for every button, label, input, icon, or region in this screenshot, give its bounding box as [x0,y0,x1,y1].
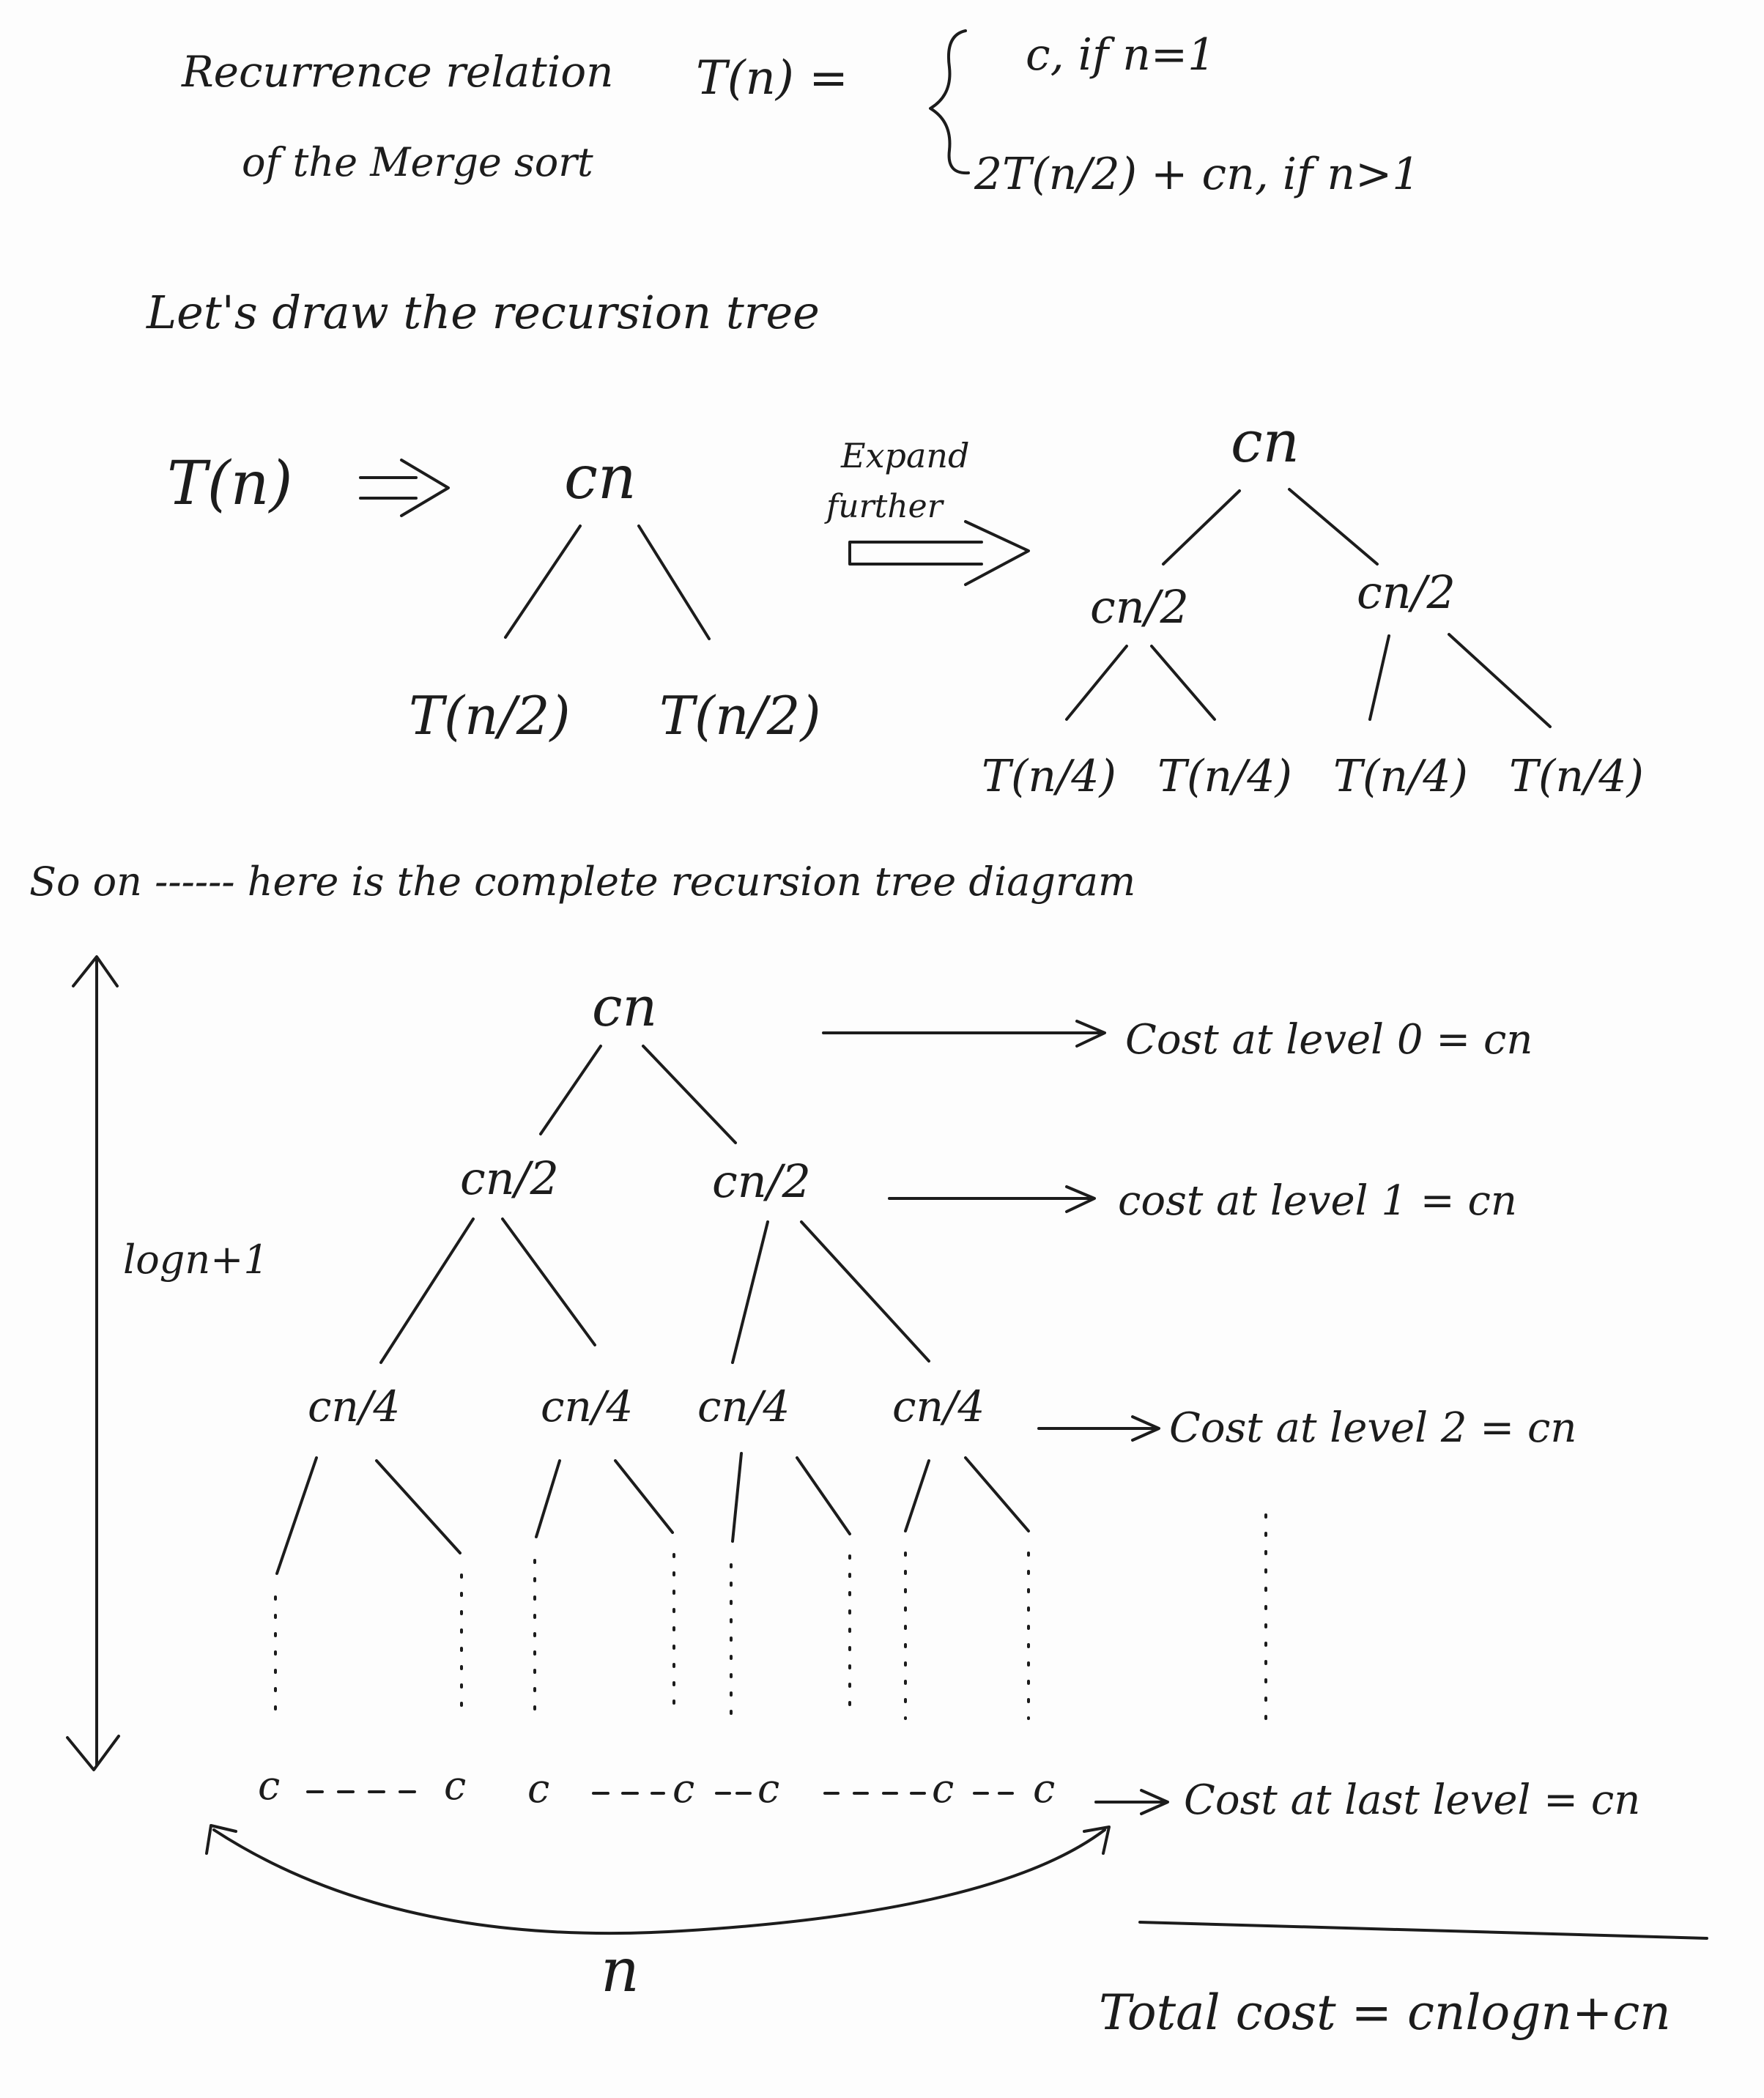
leaf-5: c [757,1765,779,1812]
tree-edge-l2d1 [904,1459,930,1532]
tree-width-label: n [601,1936,640,2006]
tree-root: cn [592,976,657,1039]
tree-edge-l1d [800,1220,930,1363]
leaf-dashes [306,1790,1014,1795]
tree-l2-c: cn/4 [697,1382,790,1431]
step2-l2-c: T(n/4) [1333,751,1468,802]
tree-edge-root-left [539,1045,602,1135]
step2-root: cn [1231,409,1300,475]
tree-edge-l1c [731,1220,769,1364]
tree-edge-l2d2 [964,1456,1030,1532]
step2-l2-d: T(n/4) [1509,751,1644,802]
leaf-1: c [258,1762,280,1809]
recurrence-recursive-case: 2T(n/2) + cn, if n>1 [974,149,1420,200]
cost-last-level: Cost at last level = cn [1184,1776,1640,1824]
tree-edge-l2a2 [375,1459,462,1554]
tree-height-label: logn+1 [123,1237,269,1283]
leaf-7: c [1033,1765,1055,1812]
intro-text: Let's draw the recursion tree [146,286,820,339]
so-on-text: So on ------ here is the complete recurs… [29,859,1135,905]
step1-left-child: T(n/2) [409,685,571,746]
leaf-3: c [527,1765,549,1812]
recurrence-title-line2: of the Merge sort [242,139,593,185]
total-underline [1138,1921,1708,1940]
tree-edge-l2b1 [535,1459,561,1538]
case-brace [929,29,970,175]
tree-edge-l2c1 [731,1452,743,1543]
step2-edge-l1b [1150,645,1216,721]
step2-l1-right: cn/2 [1357,566,1456,619]
recurrence-lhs: T(n) = [696,51,848,105]
cost-level-2: Cost at level 2 = cn [1169,1404,1576,1452]
cost-arrow-level2 [1037,1415,1160,1442]
cost-level-1: cost at level 1 = cn [1118,1177,1517,1225]
step2-l2-a: T(n/4) [982,751,1116,802]
step2-edge-l1c [1368,634,1390,721]
step1-tn: T(n) [167,449,293,519]
step2-l1-left: cn/2 [1090,580,1189,634]
step1-right-child: T(n/2) [659,685,821,746]
tree-l1-right: cn/2 [712,1154,811,1208]
leaf-2: c [444,1762,466,1809]
leaf-4: c [672,1765,694,1812]
tree-edge-root-right [642,1045,737,1144]
step1-edge-right [637,524,711,640]
tree-edge-l2c2 [796,1456,851,1535]
cost-arrow-level1 [888,1185,1096,1213]
cost-level-0: Cost at level 0 = cn [1125,1016,1533,1064]
step2-l2-b: T(n/4) [1157,751,1292,802]
step2-edge-l1a [1065,645,1128,721]
recurrence-title-line1: Recurrence relation [181,47,614,97]
implies-arrow-icon [359,459,450,517]
cost-arrow-last-level [1094,1789,1169,1815]
recurrence-base-case: c, if n=1 [1026,29,1215,81]
width-arc-icon [205,1824,1111,1935]
total-cost: Total cost = cnlogn+cn [1099,1984,1671,2041]
expand-arrow-icon [848,520,1030,586]
tree-edge-l1b [501,1217,596,1346]
step1-root: cn [564,443,637,513]
step2-edge-root-right [1288,488,1379,566]
step2-edge-root-left [1162,489,1241,566]
step2-edge-l1d [1448,633,1552,728]
tree-l1-left: cn/2 [460,1152,559,1205]
tree-l2-d: cn/4 [892,1382,985,1431]
leaf-6: c [932,1765,954,1812]
tree-edge-l2b2 [614,1459,674,1534]
tree-l2-b: cn/4 [541,1382,633,1431]
expand-label-line1: Expand [840,436,969,475]
step1-edge-left [504,524,582,639]
height-arrow-icon [66,955,120,1771]
cost-arrow-level0 [822,1020,1106,1048]
tree-edge-l1a [379,1217,475,1364]
expand-label-line2: further [824,488,945,525]
tree-l2-a: cn/4 [308,1382,400,1431]
tree-edge-l2a1 [275,1456,318,1575]
